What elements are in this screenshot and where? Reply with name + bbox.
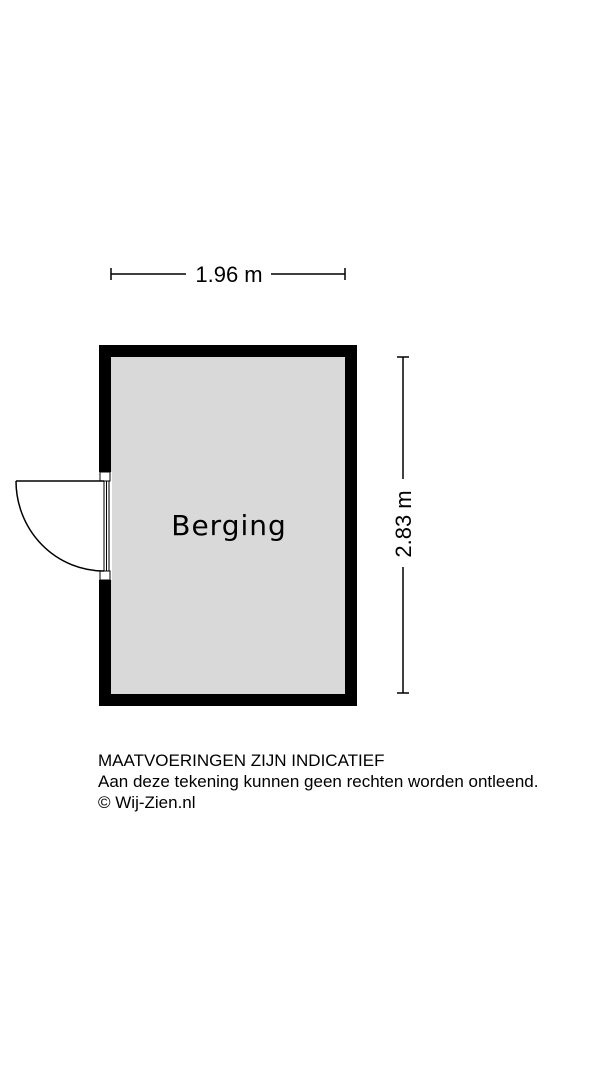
room-label: Berging xyxy=(171,509,287,542)
height-dimension: 2.83 m xyxy=(391,356,416,694)
height-label: 2.83 m xyxy=(391,490,416,557)
width-dimension: 1.96 m xyxy=(110,262,346,287)
door xyxy=(15,471,112,581)
disclaimer-line-rights: Aan deze tekening kunnen geen rechten wo… xyxy=(98,772,539,791)
copyright-line: © Wij-Zien.nl xyxy=(98,793,196,812)
disclaimer-line-indicative: MAATVOERINGEN ZIJN INDICATIEF xyxy=(98,751,385,770)
disclaimer: MAATVOERINGEN ZIJN INDICATIEF Aan deze t… xyxy=(98,750,603,813)
room-floor xyxy=(111,357,345,694)
width-label: 1.96 m xyxy=(195,262,262,287)
